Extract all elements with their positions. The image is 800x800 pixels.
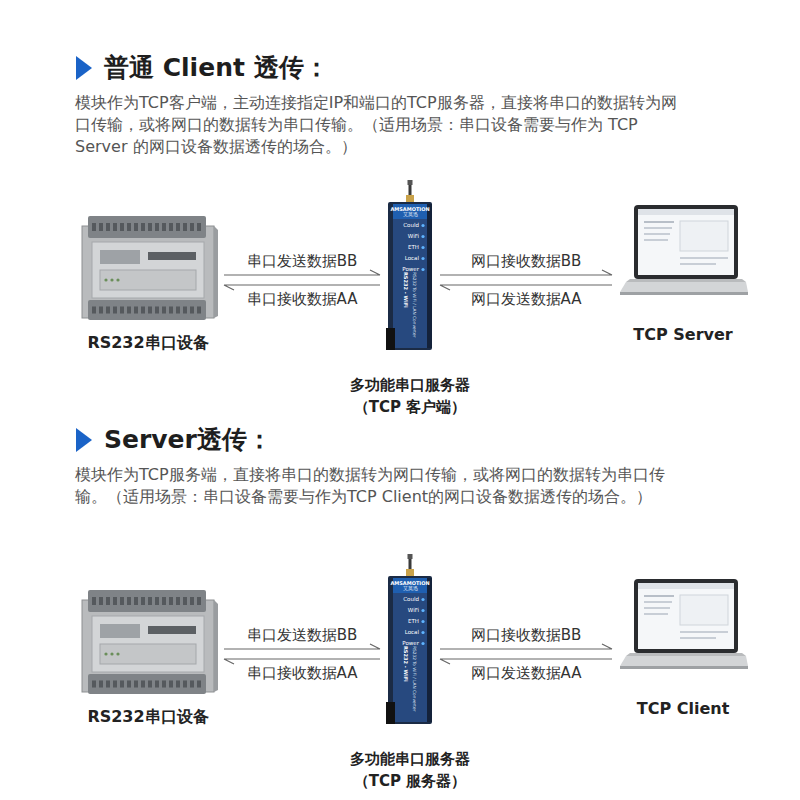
- arrow-connector: [224, 270, 380, 275]
- serial-server-drawing: [386, 554, 432, 724]
- brand-name: AMSAMOTION: [386, 206, 434, 212]
- serial-server: 多功能串口服务器 （TCP 客户端）AMSAMOTION艾莫迅CouldWiFi…: [386, 180, 434, 350]
- arrow-label: 串口发送数据BB: [245, 626, 360, 644]
- section-marker: [76, 56, 92, 80]
- device-caption: RS232串口设备: [87, 333, 208, 353]
- serial-device: RS232串口设备: [78, 586, 218, 701]
- description: 模块作为TCP客户端，主动连接指定IP和端口的TCP服务器，直接将串口的数据转为…: [75, 92, 690, 158]
- section-heading: 普通 Client 透传：: [104, 53, 329, 83]
- led-label: Local: [395, 629, 419, 636]
- brand-name: AMSAMOTION: [386, 580, 434, 586]
- arrow-label: 网口接收数据BB: [469, 252, 584, 270]
- laptop: TCP Server: [618, 205, 748, 313]
- arrow-label: 网口发送数据AA: [469, 664, 584, 682]
- arrow-label: 网口接收数据BB: [469, 626, 584, 644]
- device-caption: RS232串口设备: [87, 707, 208, 727]
- arrow-connector: [440, 644, 612, 649]
- device-caption: 多功能串口服务器 （TCP 客户端）: [347, 374, 473, 418]
- serial-server-drawing: [386, 180, 432, 350]
- led-label: Could: [395, 222, 419, 229]
- model-text: RS232 - WiFi: [403, 272, 408, 308]
- arrow-label: 网口发送数据AA: [469, 290, 584, 308]
- arrow-label: 串口发送数据BB: [245, 252, 360, 270]
- model-text: RS232 To WiFi / LAN Converter: [412, 272, 416, 337]
- section-heading: Server透传：: [104, 425, 272, 455]
- device-caption: 多功能串口服务器 （TCP 服务器）: [347, 748, 473, 792]
- led-label: Could: [395, 596, 419, 603]
- model-text: RS232 To WiFi / LAN Converter: [412, 646, 416, 711]
- led-label: ETH: [395, 618, 419, 625]
- device-caption: TCP Client: [637, 699, 730, 719]
- led-label: Local: [395, 255, 419, 262]
- plc-drawing: [82, 590, 218, 694]
- arrow-connector: [224, 644, 380, 649]
- section-marker: [76, 428, 92, 452]
- laptop-drawing: [620, 579, 748, 669]
- serial-server: 多功能串口服务器 （TCP 服务器）AMSAMOTION艾莫迅CouldWiFi…: [386, 554, 434, 724]
- led-label: WiFi: [395, 233, 419, 240]
- serial-device: RS232串口设备: [78, 212, 218, 327]
- led-label: Power: [395, 266, 419, 273]
- description: 模块作为TCP服务端，直接将串口的数据转为网口传输，或将网口的数据转为串口传输。…: [75, 464, 690, 508]
- device-caption: TCP Server: [633, 325, 732, 345]
- arrow-label: 串口接收数据AA: [245, 290, 360, 308]
- arrow-label: 串口接收数据AA: [245, 664, 360, 682]
- plc-drawing: [82, 216, 218, 320]
- led-label: Power: [395, 640, 419, 647]
- brand-name: 艾莫迅: [386, 586, 434, 591]
- laptop: TCP Client: [618, 579, 748, 687]
- brand-name: 艾莫迅: [386, 212, 434, 217]
- led-label: ETH: [395, 244, 419, 251]
- arrow-connector: [440, 270, 612, 275]
- model-text: RS232 - WiFi: [403, 646, 408, 682]
- laptop-drawing: [620, 205, 748, 295]
- led-label: WiFi: [395, 607, 419, 614]
